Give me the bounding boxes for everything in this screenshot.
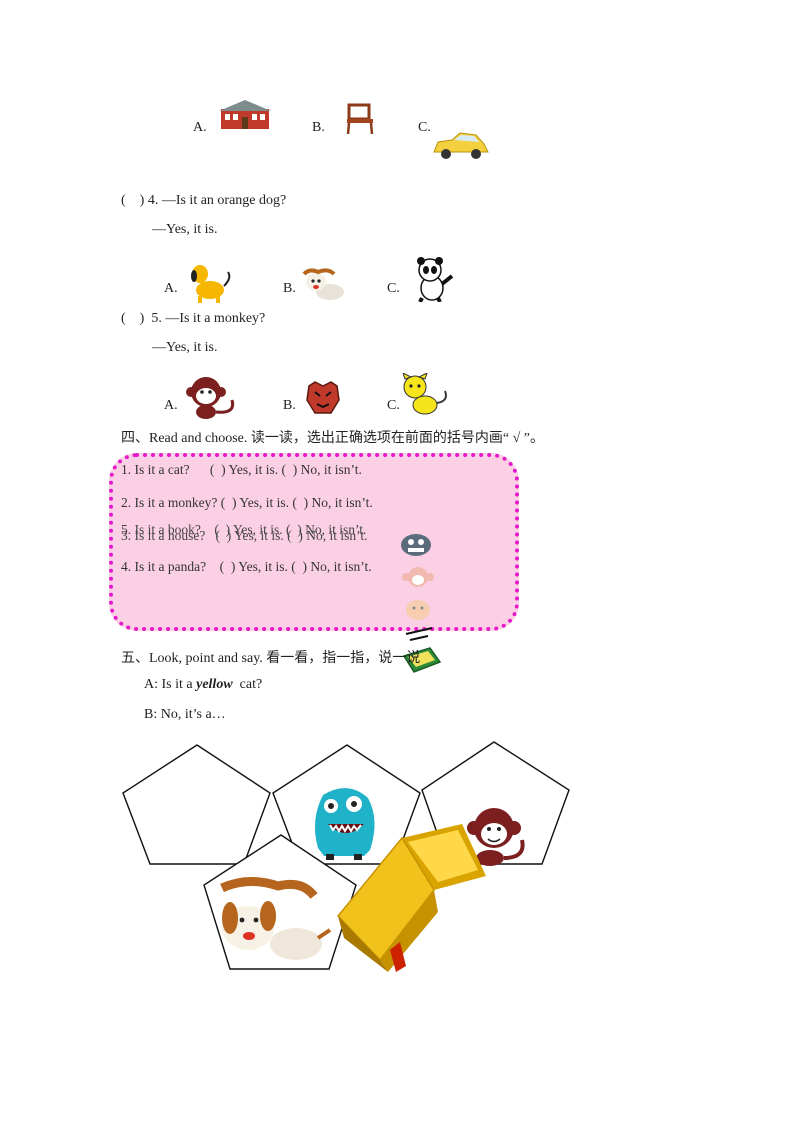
answer-box: [109, 453, 519, 631]
monkey-icon: [186, 377, 235, 419]
monster-big-icon: [314, 788, 375, 860]
monkey-faded-icon: [402, 567, 434, 587]
q5-option-a-label: A.: [164, 398, 178, 413]
item-5: 5. Is it a book? ( ) Yes, it is. ( ) No,…: [121, 522, 367, 537]
section4-heading: 四、Read and choose. 读一读，选出正确选项在前面的括号内画“ √…: [121, 431, 544, 446]
house-icon: [219, 100, 271, 129]
cat-icon: [402, 373, 447, 415]
q4-answer: —Yes, it is.: [152, 222, 218, 237]
pentagon-1: [122, 744, 271, 865]
q4-option-a-label: A.: [164, 281, 178, 296]
dialog-line-b: B: No, it’s a…: [144, 707, 226, 722]
q3-option-c-label: C.: [418, 120, 431, 135]
q3-option-a-label: A.: [193, 120, 207, 135]
item-2: 2. Is it a monkey? ( ) Yes, it is. ( ) N…: [121, 495, 373, 510]
puppy-icon: [302, 268, 344, 300]
dialog-line-a: A: Is it a yellow cat?: [144, 677, 263, 692]
tiger-icon: [306, 381, 340, 414]
panda-icon: [417, 257, 454, 302]
item-4: 4. Is it a panda? ( ) Yes, it is. ( ) No…: [121, 559, 372, 574]
q5-option-c-label: C.: [387, 398, 400, 413]
chair-icon: [346, 103, 374, 135]
monkey-big-icon: [467, 808, 525, 866]
q5-question: ( ) 5. —Is it a monkey?: [121, 311, 266, 326]
puppy-faded-icon: [406, 600, 430, 620]
q4-option-b-label: B.: [283, 281, 296, 296]
keyword-yellow: yellow: [196, 677, 233, 692]
section5-heading: 五、Look, point and say. 看一看，指一指，说一说: [121, 651, 421, 666]
yellow-dog-icon: [191, 265, 231, 303]
item-1: 1. Is it a cat? ( ) Yes, it is. ( ) No, …: [121, 462, 362, 477]
q5-answer: —Yes, it is.: [152, 340, 218, 355]
puppy-big-icon: [220, 877, 332, 960]
car-icon: [433, 132, 489, 159]
item-3: 3. Is it a house? ( ) Yes, it is. ( ) No…: [121, 528, 368, 543]
book-big-icon: [336, 824, 486, 972]
q4-question: ( ) 4. —Is it an orange dog?: [121, 193, 287, 208]
q5-option-b-label: B.: [283, 398, 296, 413]
q3-option-b-label: B.: [312, 120, 325, 135]
q4-option-c-label: C.: [387, 281, 400, 296]
monster-icon: [401, 534, 431, 556]
book-small-icon: [402, 627, 442, 673]
pentagon-grid: [122, 741, 570, 972]
